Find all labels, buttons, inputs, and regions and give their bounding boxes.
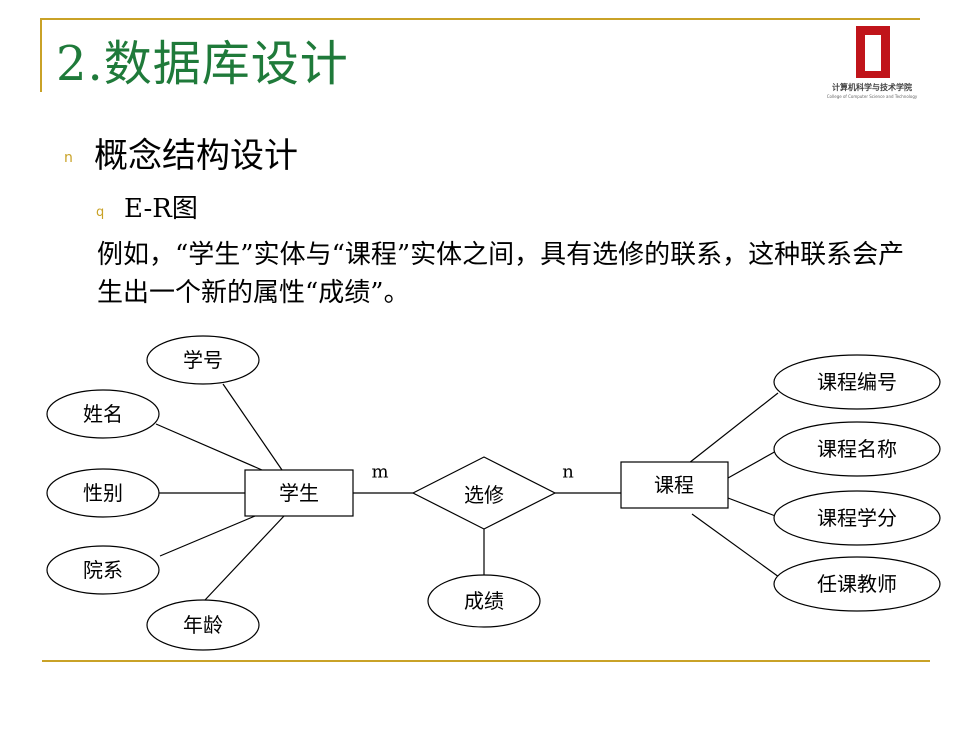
label-student: 学生	[279, 481, 319, 505]
label-name: 姓名	[83, 402, 123, 426]
attr-studentno	[146, 335, 260, 385]
logo-text-en: College of Computer Science and Technolo…	[826, 94, 918, 99]
shapes	[46, 335, 941, 651]
title-rule-horizontal	[40, 18, 920, 20]
slide-title: 2.数据库设计	[56, 36, 349, 92]
line-age	[204, 515, 285, 601]
line-studentno	[222, 383, 283, 471]
line-name	[155, 423, 263, 471]
label-age: 年龄	[183, 613, 223, 637]
label-course-credit: 课程学分	[817, 506, 897, 530]
label-course-name: 课程名称	[817, 437, 897, 461]
label-studentno: 学号	[183, 348, 223, 372]
attr-teacher	[773, 556, 941, 612]
label-course: 课程	[654, 473, 694, 497]
example-paragraph: 例如，“学生”实体与“课程”实体之间，具有选修的联系，这种联系会产生出一个新的属…	[97, 240, 905, 308]
label-teacher: 任课教师	[817, 572, 897, 596]
entity-course	[620, 461, 729, 509]
label-cardinality-n: n	[562, 462, 574, 483]
attr-gender	[46, 468, 160, 518]
label-department: 院系	[83, 558, 123, 582]
line-course-credit	[727, 497, 779, 518]
attr-age	[146, 599, 260, 651]
bullet-level1-icon: n	[64, 150, 73, 166]
relationship-enroll	[411, 456, 557, 530]
heading-concept-design: 概念结构设计	[94, 136, 298, 176]
label-cardinality-m: m	[371, 462, 388, 483]
subheading-er-diagram: E-R图	[124, 194, 198, 224]
label-course-no: 课程编号	[817, 370, 897, 394]
college-logo-mark-icon	[856, 26, 890, 78]
logo-text-cn: 计算机科学与技术学院	[832, 83, 912, 92]
attr-course-name	[773, 421, 941, 477]
line-course-name	[727, 449, 779, 479]
label-relationship: 选修	[464, 483, 504, 507]
entity-student	[244, 469, 354, 517]
line-course-no	[688, 392, 779, 464]
line-teacher	[691, 513, 791, 586]
label-gender: 性别	[83, 481, 123, 505]
labels: 学生 课程 选修 m n 学号 姓名 性别 院系 年龄 成绩 课程编号 课程名称…	[83, 348, 897, 637]
line-department	[159, 515, 256, 557]
attr-grade	[427, 574, 541, 628]
bottom-rule	[42, 660, 930, 662]
attr-department	[46, 545, 160, 595]
bullet-level2-icon: q	[96, 205, 105, 220]
college-logo: 计算机科学与技术学院 College of Computer Science a…	[810, 26, 934, 104]
attr-course-credit	[773, 490, 941, 546]
attr-name	[46, 389, 160, 439]
label-grade: 成绩	[464, 589, 504, 613]
attr-course-no	[773, 354, 941, 410]
title-rule-vertical	[40, 18, 42, 92]
connector-lines	[155, 383, 791, 601]
